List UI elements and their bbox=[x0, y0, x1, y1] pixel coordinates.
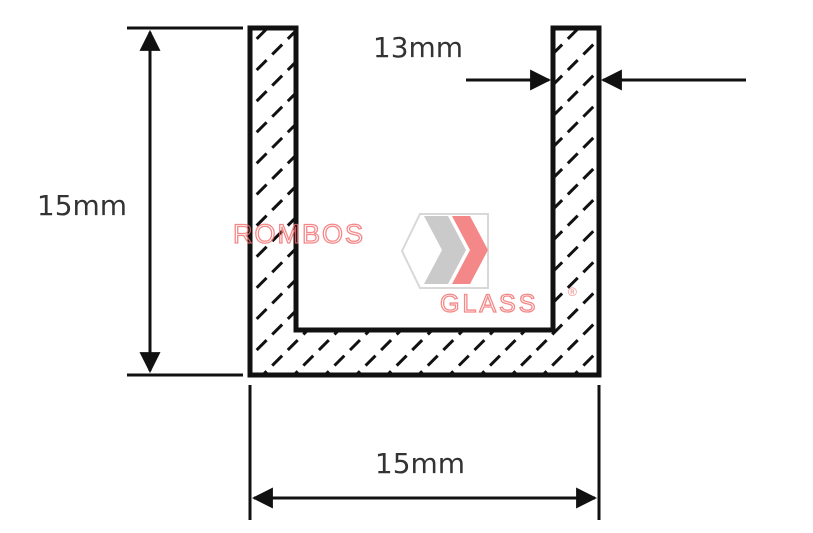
logo-chevron-red-icon bbox=[452, 216, 488, 284]
u-channel-profile bbox=[247, 25, 602, 378]
logo-chevron-outline-icon bbox=[400, 213, 489, 289]
brand-logo-watermark: ROMBOS GLASS ® bbox=[232, 213, 577, 319]
logo-chevron-gray-icon bbox=[424, 216, 466, 284]
height-label: 15mm bbox=[37, 189, 127, 222]
logo-word-glass: GLASS bbox=[440, 290, 538, 318]
logo-word-rombos: ROMBOS bbox=[233, 219, 365, 249]
logo-registered-mark: ® bbox=[568, 285, 577, 299]
width-label: 15mm bbox=[375, 447, 465, 480]
wall-thickness-label: 13mm bbox=[373, 31, 463, 64]
